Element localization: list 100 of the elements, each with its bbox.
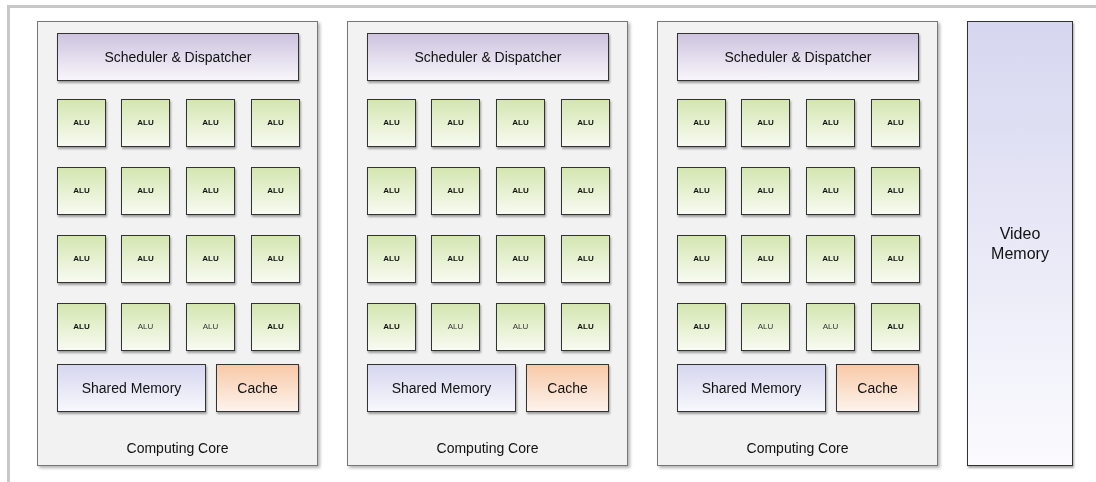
core-panel (37, 21, 318, 466)
alu-label: ALU (512, 322, 529, 332)
scheduler-box (367, 33, 609, 81)
alu-label: ALU (202, 322, 219, 332)
alu-box (121, 99, 170, 147)
alu-label: ALU (383, 254, 400, 264)
alu-box (57, 99, 106, 147)
alu-box (871, 99, 920, 147)
alu-box (57, 167, 106, 215)
box-label: Shared Memory (701, 379, 802, 397)
alu-box (871, 235, 920, 283)
alu-label: ALU (137, 118, 154, 128)
alu-box (806, 303, 855, 351)
alu-box (871, 303, 920, 351)
alu-label: ALU (577, 118, 594, 128)
alu-label: ALU (73, 118, 90, 128)
alu-box (251, 235, 300, 283)
alu-label: ALU (577, 322, 594, 332)
alu-label: ALU (512, 118, 529, 128)
alu-label: ALU (693, 118, 710, 128)
alu-label: ALU (693, 254, 710, 264)
alu-box (367, 303, 416, 351)
alu-label: ALU (383, 322, 400, 332)
alu-label: ALU (887, 254, 904, 264)
alu-box (677, 99, 726, 147)
core-label: Computing Core (745, 440, 850, 457)
memory-box (677, 364, 826, 412)
alu-box (431, 167, 480, 215)
alu-box (57, 235, 106, 283)
alu-label: ALU (447, 118, 464, 128)
alu-box (431, 235, 480, 283)
alu-label: ALU (202, 186, 219, 196)
alu-label: ALU (137, 322, 154, 332)
alu-box (806, 167, 855, 215)
alu-label: ALU (693, 186, 710, 196)
alu-label: ALU (267, 322, 284, 332)
alu-box (741, 167, 790, 215)
alu-box (561, 235, 610, 283)
alu-label: ALU (887, 322, 904, 332)
alu-box (121, 235, 170, 283)
box-label: Video Memory (990, 224, 1050, 263)
core-panel (347, 21, 628, 466)
alu-label: ALU (202, 118, 219, 128)
alu-box (677, 303, 726, 351)
alu-box (186, 167, 235, 215)
alu-box (186, 303, 235, 351)
alu-box (806, 99, 855, 147)
box-label: Scheduler & Dispatcher (724, 48, 872, 66)
alu-box (741, 99, 790, 147)
alu-label: ALU (577, 186, 594, 196)
alu-box (496, 167, 545, 215)
alu-box (186, 99, 235, 147)
alu-box (496, 99, 545, 147)
cache-box (216, 364, 299, 412)
alu-label: ALU (822, 322, 839, 332)
alu-box (871, 167, 920, 215)
alu-box (561, 303, 610, 351)
box-label: Cache (237, 379, 278, 397)
alu-box (561, 99, 610, 147)
alu-box (806, 235, 855, 283)
alu-label: ALU (447, 186, 464, 196)
box-label: Cache (857, 379, 898, 397)
box-label: Cache (547, 379, 588, 397)
alu-label: ALU (383, 118, 400, 128)
alu-box (431, 303, 480, 351)
core-label: Computing Core (125, 440, 230, 457)
box-label: Shared Memory (81, 379, 182, 397)
alu-label: ALU (512, 254, 529, 264)
alu-label: ALU (202, 254, 219, 264)
alu-box (677, 235, 726, 283)
alu-box (431, 99, 480, 147)
alu-box (677, 167, 726, 215)
alu-label: ALU (757, 118, 774, 128)
alu-label: ALU (73, 322, 90, 332)
alu-box (561, 167, 610, 215)
alu-box (496, 303, 545, 351)
alu-box (367, 99, 416, 147)
alu-box (367, 235, 416, 283)
alu-label: ALU (757, 186, 774, 196)
alu-box (186, 235, 235, 283)
alu-label: ALU (447, 322, 464, 332)
alu-label: ALU (822, 118, 839, 128)
alu-label: ALU (512, 186, 529, 196)
scheduler-box (57, 33, 299, 81)
cache-box (836, 364, 919, 412)
alu-label: ALU (267, 118, 284, 128)
core-label: Computing Core (435, 440, 540, 457)
alu-box (121, 303, 170, 351)
scheduler-box (677, 33, 919, 81)
alu-box (57, 303, 106, 351)
alu-label: ALU (887, 186, 904, 196)
alu-label: ALU (383, 186, 400, 196)
box-label: Scheduler & Dispatcher (104, 48, 252, 66)
alu-box (741, 235, 790, 283)
alu-label: ALU (822, 186, 839, 196)
alu-label: ALU (73, 254, 90, 264)
alu-box (121, 167, 170, 215)
alu-label: ALU (267, 186, 284, 196)
alu-label: ALU (577, 254, 594, 264)
alu-label: ALU (447, 254, 464, 264)
